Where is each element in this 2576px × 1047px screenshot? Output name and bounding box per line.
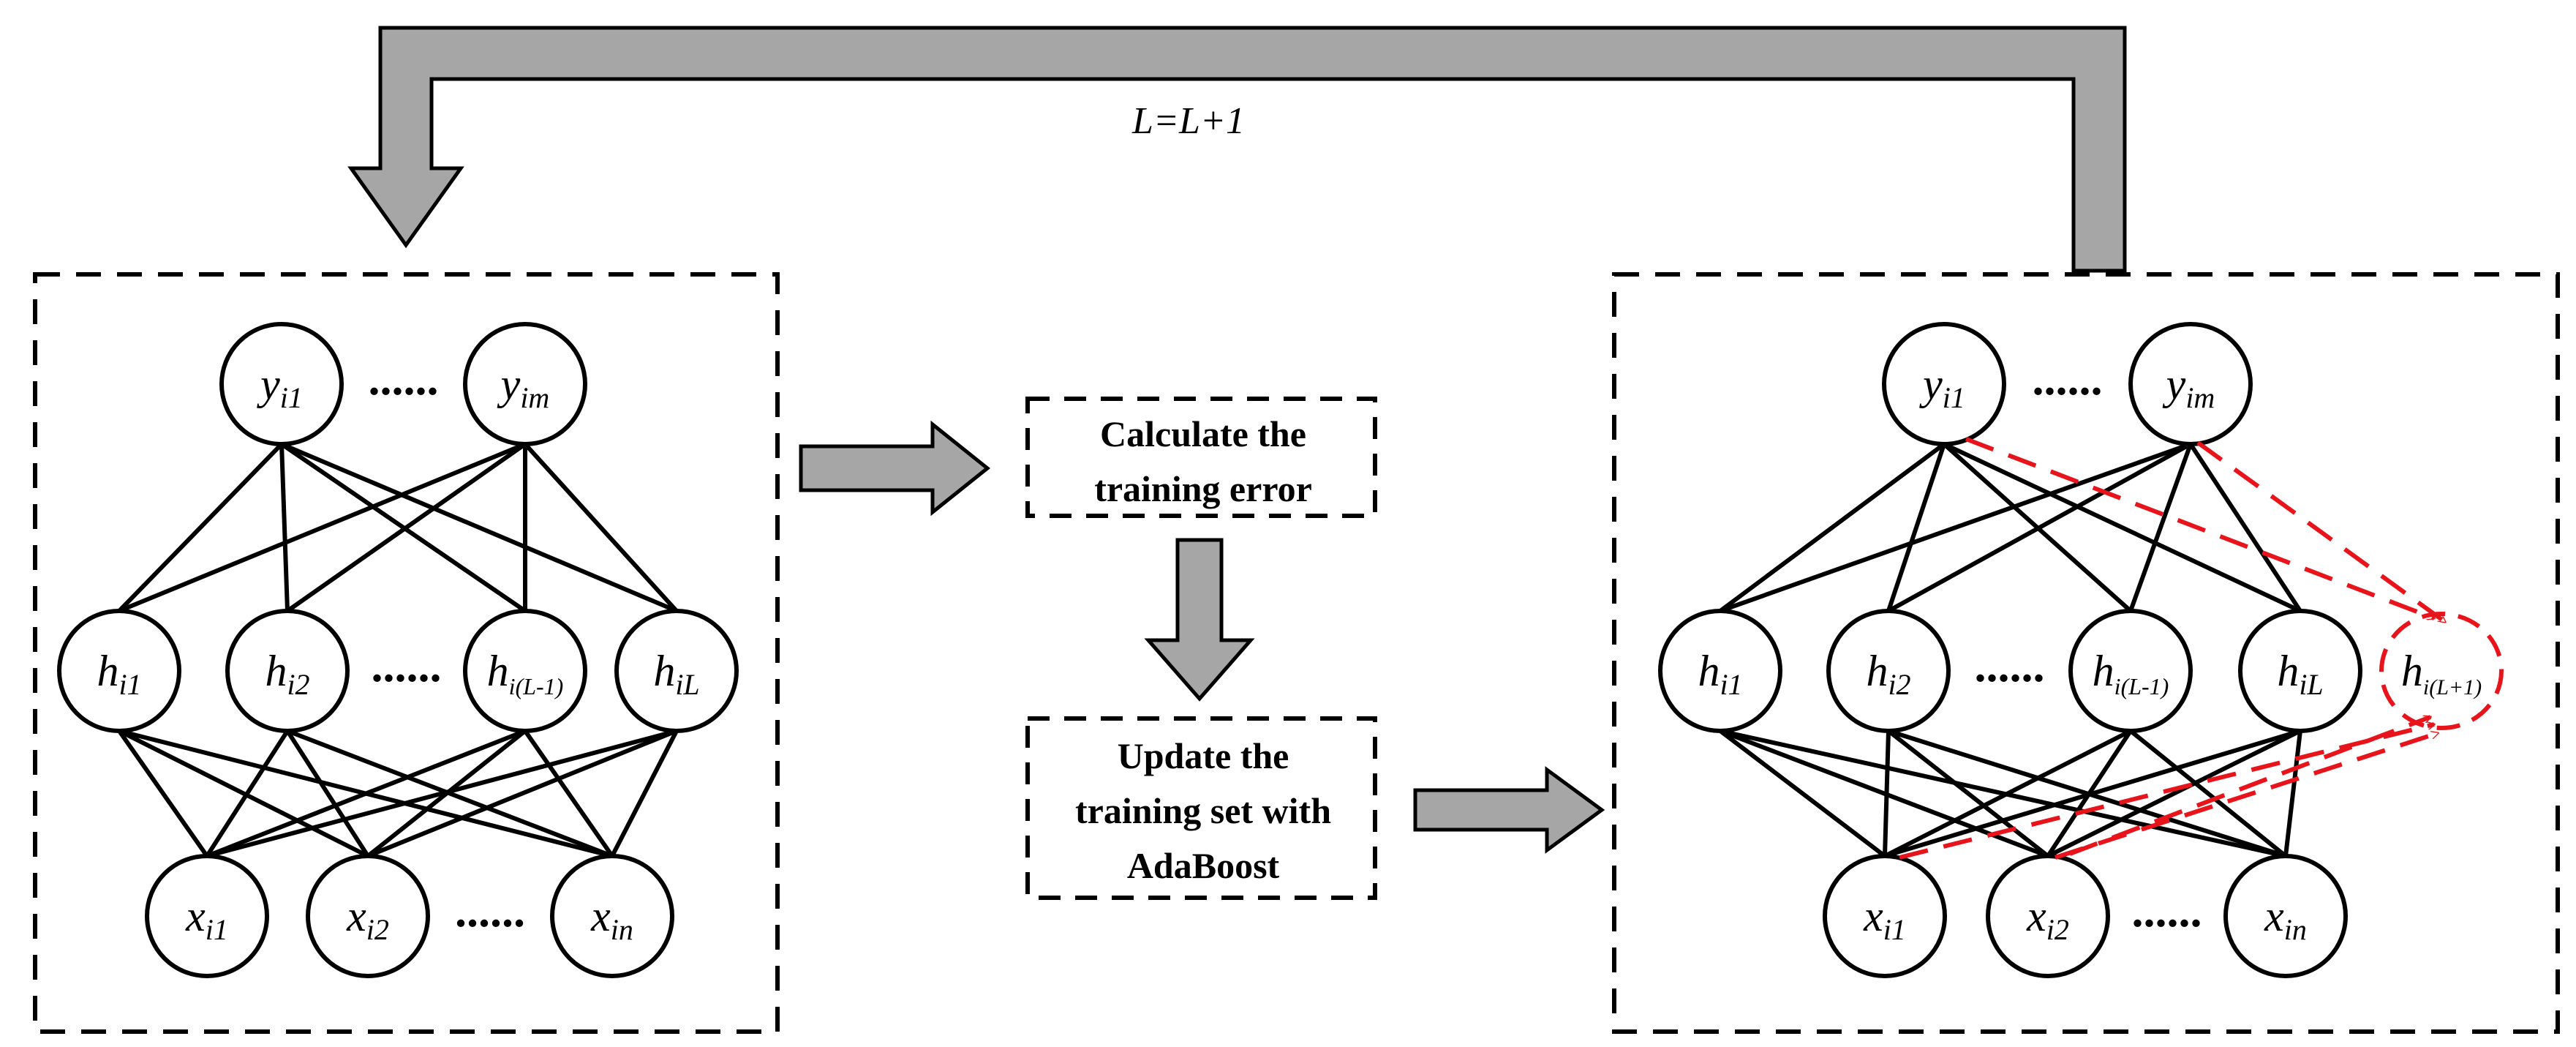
output-hidden-link-1-1 [286,442,527,613]
input-1-node [145,854,269,978]
new-link-input-1 [1899,724,2434,860]
output-1-label: yi1 [256,360,303,414]
feedback-loop-arrow [347,26,2127,273]
hidden-2-label: hi2 [1866,647,1910,701]
input-3-node [550,854,674,978]
output-2-node [463,322,587,446]
hidden-input-link-0-0 [117,729,209,858]
new-link-output-2 [2196,440,2445,624]
new-hidden-node [2379,612,2504,730]
hidden-3-node [2068,609,2193,733]
update-training-set-line-3: AdaBoost [1127,845,1280,886]
calculate-error-box [1025,397,1377,518]
hidden-1-node [57,609,181,733]
hidden-input-link-1-1 [1887,729,2049,858]
hidden-input-link-1-0 [1883,730,1891,857]
output-hidden-link-1-0 [1719,442,2192,613]
hidden-2-node [225,609,350,733]
hidden-input-link-2-0 [1883,729,2132,858]
input-3-label: xin [2264,892,2307,946]
output-hidden-link-0-0 [1719,442,1946,613]
output-hidden-link-0-1 [279,443,290,612]
hidden-input-link-3-2 [610,729,679,858]
hidden-4-node [2238,609,2362,733]
new-link-output-1 [1965,437,2434,620]
output-2-node [2128,322,2253,446]
hidden-input-link-2-0 [206,729,527,858]
hidden-input-link-1-1 [285,729,370,858]
output-hidden-link-0-0 [117,442,284,613]
input-3-label: xin [590,892,633,946]
output-ellipsis: ...... [2033,353,2103,405]
hidden-input-link-3-1 [366,729,678,858]
output-hidden-link-1-0 [118,442,527,613]
output-hidden-link-1-3 [523,442,679,613]
right-network: yi1 yim hi1 hi2 hi(L-1) hiL xi1 xi2 xin.........… [1658,322,2504,978]
hidden-1-label: hi1 [97,647,141,701]
input-3-node [2223,854,2348,978]
update-training-set-box [1025,716,1377,900]
arrow-to-calculate [799,420,991,517]
hidden-4-label: hiL [2277,647,2323,701]
calculate-error-line-1: Calculate the [1100,413,1306,454]
hidden-input-link-3-0 [206,729,677,858]
input-ellipsis: ...... [2132,885,2202,937]
hidden-1-node [1658,609,1782,733]
output-1-node [1882,322,2006,446]
hidden-3-label: hi(L-1) [487,647,564,699]
hidden-input-link-1-0 [205,729,290,858]
input-2-label: xi2 [2026,892,2069,946]
arrow-calculate-to-update [1144,538,1255,702]
new-hidden-node-links [1899,437,2445,860]
hidden-input-link-3-1 [2046,729,2302,858]
left-network-frame [33,272,780,1034]
hidden-3-label: hi(L-1) [2093,647,2169,699]
input-2-node [306,854,430,978]
output-1-label: yi1 [1918,360,1965,414]
hidden-3-node [463,609,587,733]
calculate-error-line-2: training error [1094,468,1312,509]
hidden-4-label: hiL [653,647,699,701]
input-1-label: xi1 [1863,892,1906,946]
input-1-node [1823,854,1947,978]
new-link-input-3 [2068,715,2430,856]
output-2-label: yim [2162,360,2215,414]
hidden-ellipsis: ...... [1975,639,2045,691]
hidden-ellipsis: ...... [372,639,442,691]
new-hidden-label: hi(L+1) [2401,647,2482,699]
arrow-to-new-network [1413,766,1605,854]
hidden-4-node [614,609,739,733]
output-ellipsis: ...... [369,353,439,405]
output-1-node [219,322,344,446]
output-hidden-link-1-3 [2188,443,2302,612]
hidden-input-link-0-0 [1719,729,1886,858]
output-hidden-link-1-1 [1887,442,2192,613]
output-hidden-link-1-2 [2128,443,2193,612]
update-training-set-line-1: Update the [1118,735,1289,776]
hidden-2-node [1826,609,1951,733]
hidden-2-label: hi2 [265,647,309,701]
output-hidden-link-0-1 [1886,443,1946,612]
output-hidden-link-0-3 [280,442,678,613]
input-2-label: xi2 [346,892,389,946]
update-training-set-line-2: training set with [1075,790,1331,831]
left-network: yi1 yim hi1 hi2 hi(L-1) hiL xi1 xi2 xin.........… [57,322,739,978]
output-2-label: yim [497,360,550,414]
right-network-frame [1612,272,2560,1034]
hidden-input-link-2-2 [2129,729,2287,858]
new-link-input-2 [2055,733,2438,860]
output-hidden-link-0-3 [1943,442,2302,613]
connection-lines [117,442,679,858]
hidden-input-link-0-1 [118,729,369,858]
hidden-input-link-3-2 [2283,730,2302,857]
input-2-node [1986,854,2110,978]
loop-label: L=L+1 [1131,100,1245,142]
hidden-input-link-3-0 [1884,729,2301,858]
hidden-input-link-2-2 [523,729,614,858]
input-1-label: xi1 [185,892,228,946]
hidden-1-label: hi1 [1698,647,1742,701]
input-ellipsis: ...... [455,885,525,937]
